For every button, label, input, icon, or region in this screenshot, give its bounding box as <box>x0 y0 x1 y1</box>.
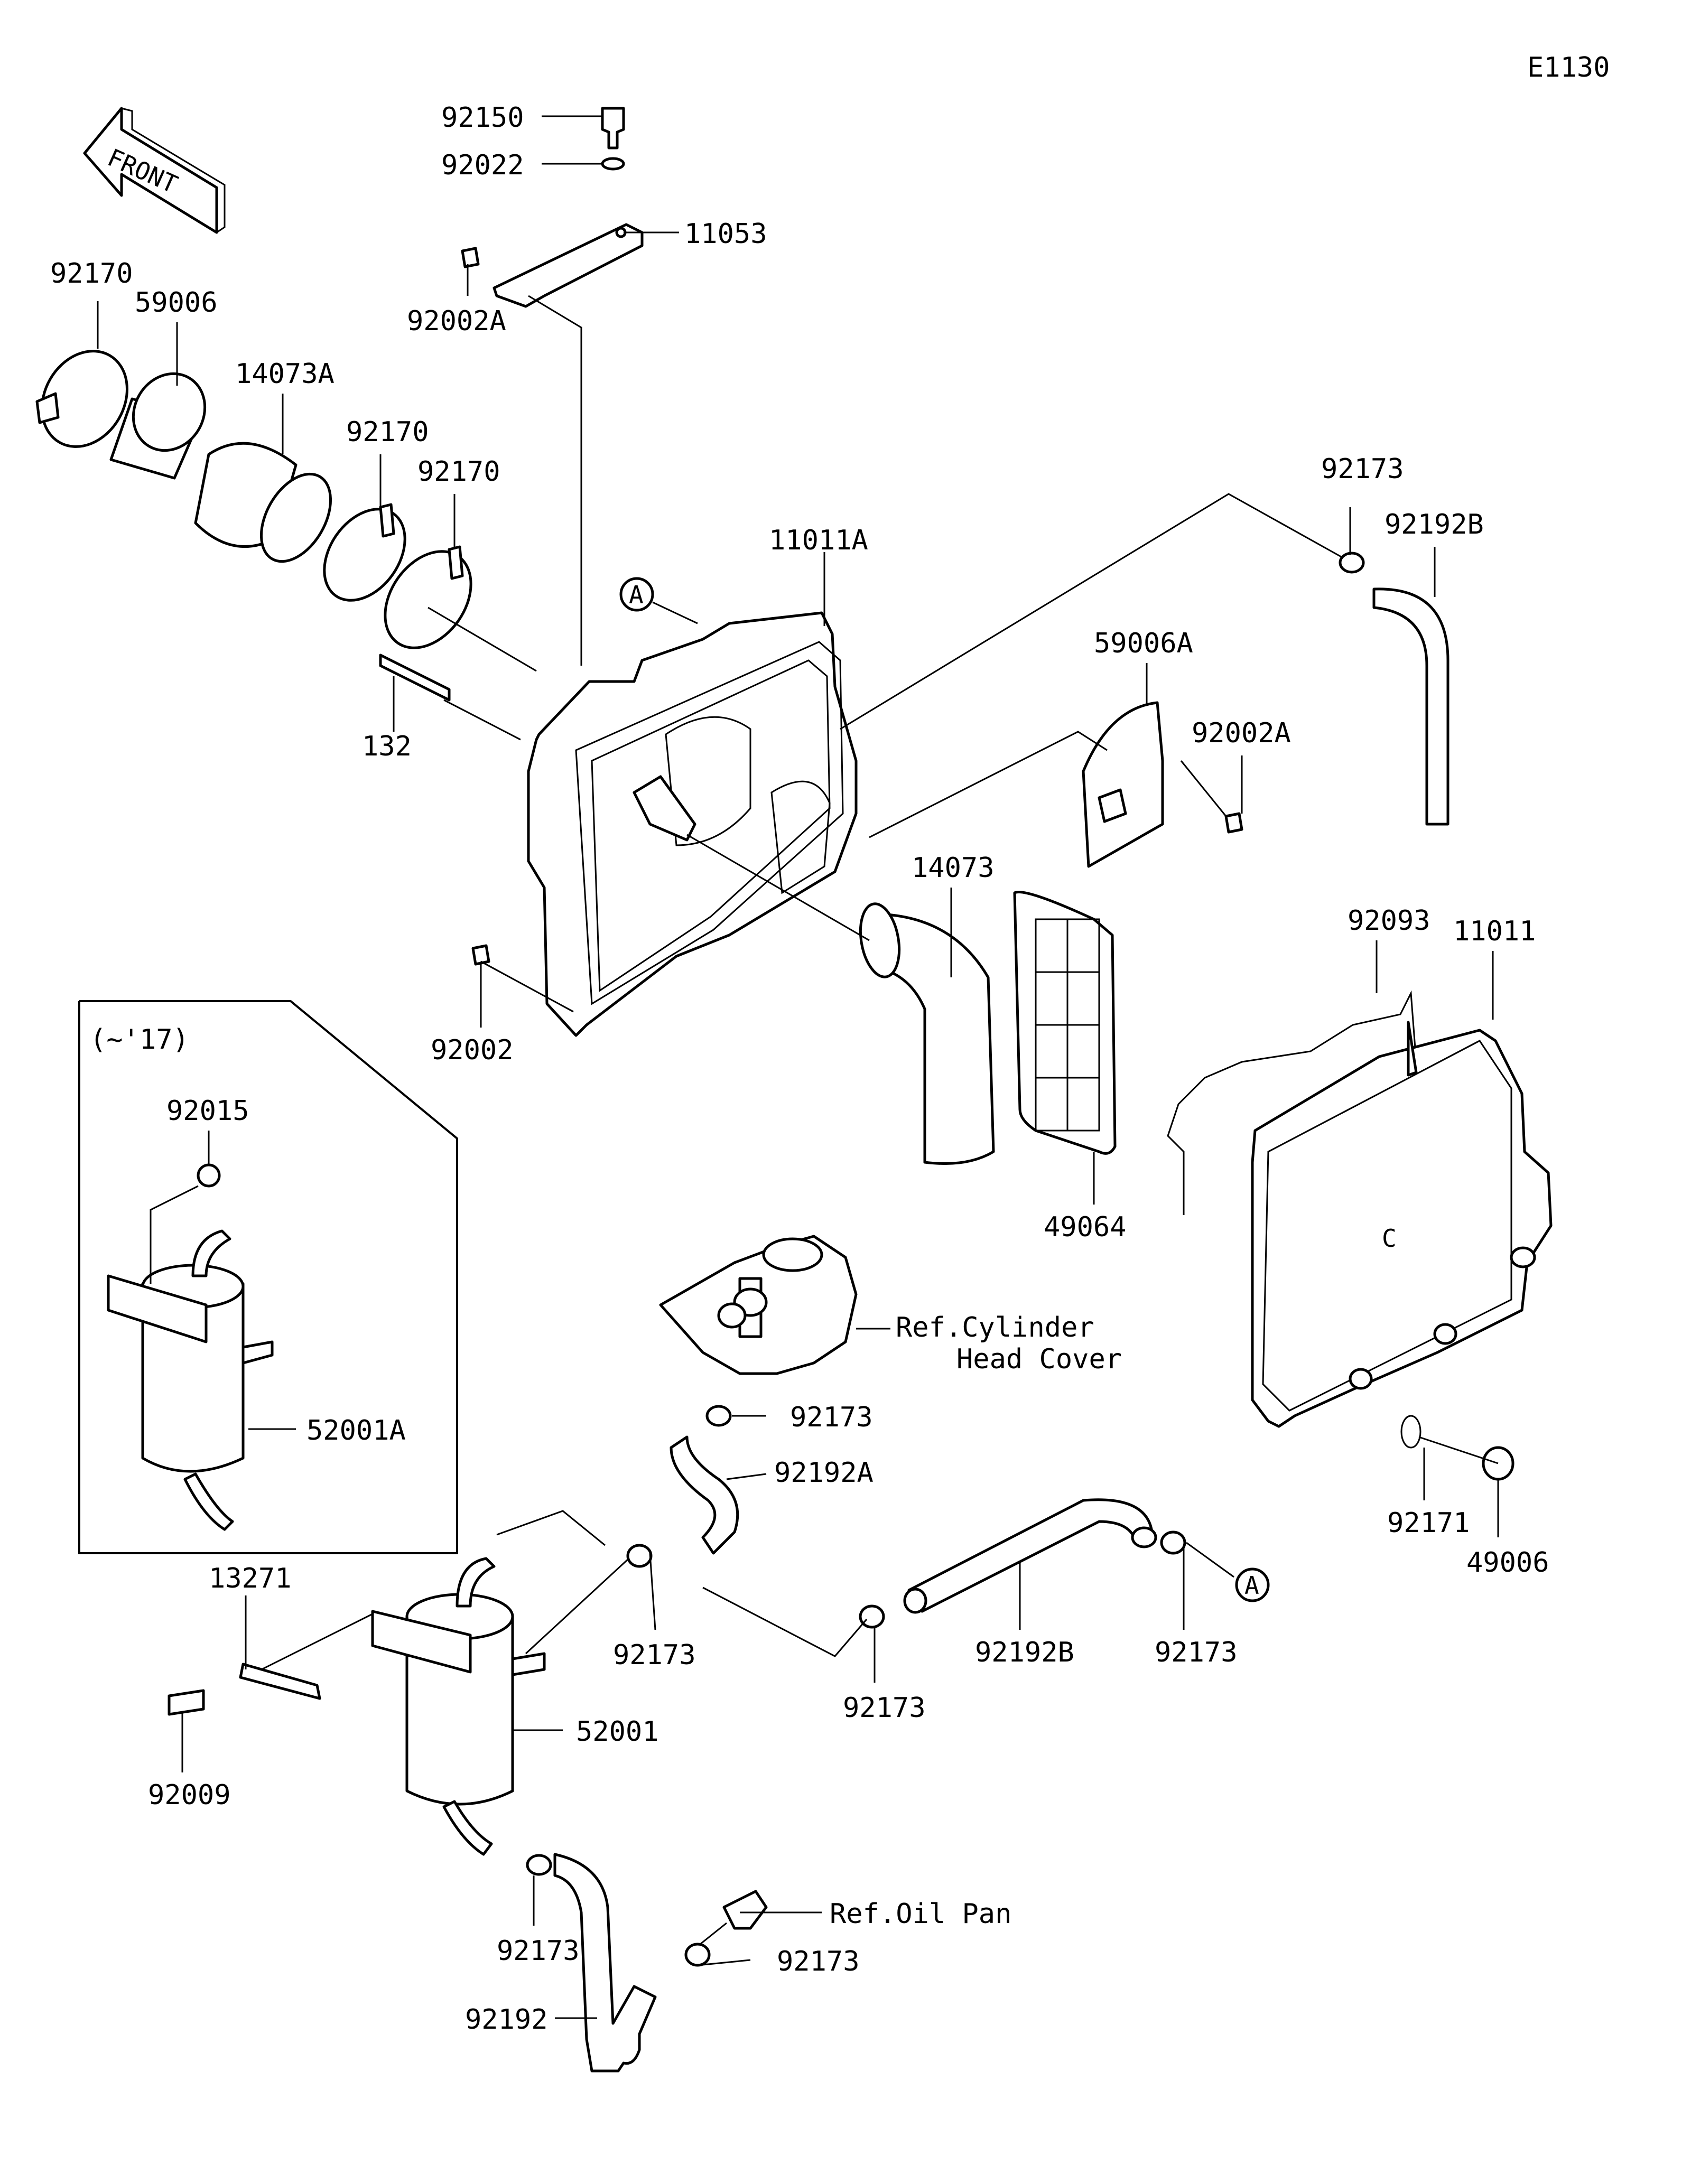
hose-92192a <box>670 1435 739 1555</box>
bolt-132 <box>379 654 451 702</box>
callout-13271: 13271 <box>209 1563 292 1594</box>
hose-92192b-lower: A <box>626 1498 1270 1629</box>
callout-92192b-lower: 92192B <box>975 1637 1074 1668</box>
bracket-11053 <box>461 107 644 308</box>
callout-labels: 92150 92022 11053 92002A 92170 59006 140… <box>50 102 1549 2036</box>
clamp-92173-bottom <box>526 1854 552 1876</box>
callout-92173-bottom: 92173 <box>497 1935 580 1967</box>
intake-tubes <box>35 350 472 649</box>
tank-bracket <box>107 1274 208 1343</box>
clamp-92173-left <box>626 1544 653 1568</box>
callout-11011a: 11011A <box>769 525 868 556</box>
hose-92192b-top <box>1339 552 1450 826</box>
bolt-92002 <box>471 944 490 966</box>
inset-2017: (~'17) <box>78 1000 458 1554</box>
ref-cylinder-head-line2: Head Cover <box>956 1343 1122 1375</box>
clamp-92173-head <box>705 1405 732 1427</box>
callout-92093: 92093 <box>1348 905 1430 937</box>
callout-92173-top: 92173 <box>1321 453 1404 485</box>
callout-11053: 11053 <box>684 218 767 250</box>
callout-132: 132 <box>362 731 412 762</box>
breather-tank-52001 <box>168 1557 546 1856</box>
callout-92173-left: 92173 <box>613 1639 696 1671</box>
callout-52001a: 52001A <box>306 1415 406 1446</box>
inset-label: (~'17) <box>90 1024 189 1056</box>
clamp-92173-top <box>1339 552 1365 574</box>
marker-a-top <box>619 577 654 612</box>
ref-cylinder-head-line1: Ref.Cylinder <box>896 1312 1094 1343</box>
callout-92150: 92150 <box>441 102 524 134</box>
hose-92192 <box>526 1853 768 2073</box>
callout-92192a: 92192A <box>774 1457 874 1489</box>
callout-92173-mid: 92173 <box>843 1692 926 1724</box>
cover-11011: C <box>1167 990 1553 1481</box>
marker-a-top-label: A <box>629 581 644 609</box>
callout-92170-c: 92170 <box>417 456 500 488</box>
callout-92002a-right: 92002A <box>1192 717 1291 749</box>
air-cleaner-housing-11011a: A <box>379 577 858 1037</box>
gasket-92093 <box>1167 990 1417 1215</box>
callout-92171: 92171 <box>1387 1507 1470 1539</box>
callout-14073a: 14073A <box>235 358 335 390</box>
callout-92173-oilpan: 92173 <box>777 1946 860 1977</box>
callout-92192b-top: 92192B <box>1385 509 1484 540</box>
callout-11011: 11011 <box>1453 916 1536 947</box>
clamp-92173-oilpan <box>684 1943 711 1967</box>
callout-92173-head: 92173 <box>790 1402 873 1433</box>
bolt-92002a-top <box>461 247 480 268</box>
clamp-92170-a <box>41 350 128 448</box>
callout-92170-a: 92170 <box>50 258 133 290</box>
ref-oil-pan: Ref.Oil Pan <box>830 1898 1011 1930</box>
callout-92002: 92002 <box>431 1034 514 1066</box>
bolt-92150 <box>601 107 625 150</box>
callout-59006: 59006 <box>135 287 218 319</box>
diagram-code: E1130 <box>1527 52 1610 83</box>
callout-92002a-top: 92002A <box>407 305 506 337</box>
elbow-14073 <box>859 902 995 1165</box>
hidden-mark: C <box>1382 1224 1397 1253</box>
element-49064 <box>1013 891 1117 1155</box>
callout-49064: 49064 <box>1044 1211 1127 1243</box>
cylinder-head-cover-ref <box>659 1235 858 1427</box>
nut-92015 <box>197 1163 221 1188</box>
callout-49006: 49006 <box>1466 1547 1549 1579</box>
callout-92009: 92009 <box>148 1779 231 1811</box>
flap-59006a <box>1082 701 1243 868</box>
marker-a-bottom <box>1235 1567 1270 1602</box>
clamp-92173-right <box>1160 1530 1186 1555</box>
washer-92022 <box>601 157 625 171</box>
callout-52001: 52001 <box>576 1716 659 1748</box>
callout-92170-b: 92170 <box>346 416 429 448</box>
clip-92171 <box>1400 1415 1421 1449</box>
bolt-92002a-right <box>1224 812 1243 834</box>
front-arrow-icon: FRONT <box>83 107 226 234</box>
marker-a-bottom-label: A <box>1244 1571 1259 1600</box>
callout-59006a: 59006A <box>1094 628 1193 659</box>
callout-92015: 92015 <box>166 1095 249 1127</box>
clamp-92173-mid <box>859 1604 885 1629</box>
callout-92192: 92192 <box>465 2004 548 2036</box>
screw-92009 <box>168 1689 205 1716</box>
oil-pan-fitting <box>722 1890 768 1930</box>
callout-14073: 14073 <box>912 852 995 884</box>
callout-92173-right: 92173 <box>1155 1637 1238 1668</box>
callout-92022: 92022 <box>441 150 524 181</box>
leader-lines <box>97 115 1499 2019</box>
plate-13271 <box>239 1663 321 1700</box>
